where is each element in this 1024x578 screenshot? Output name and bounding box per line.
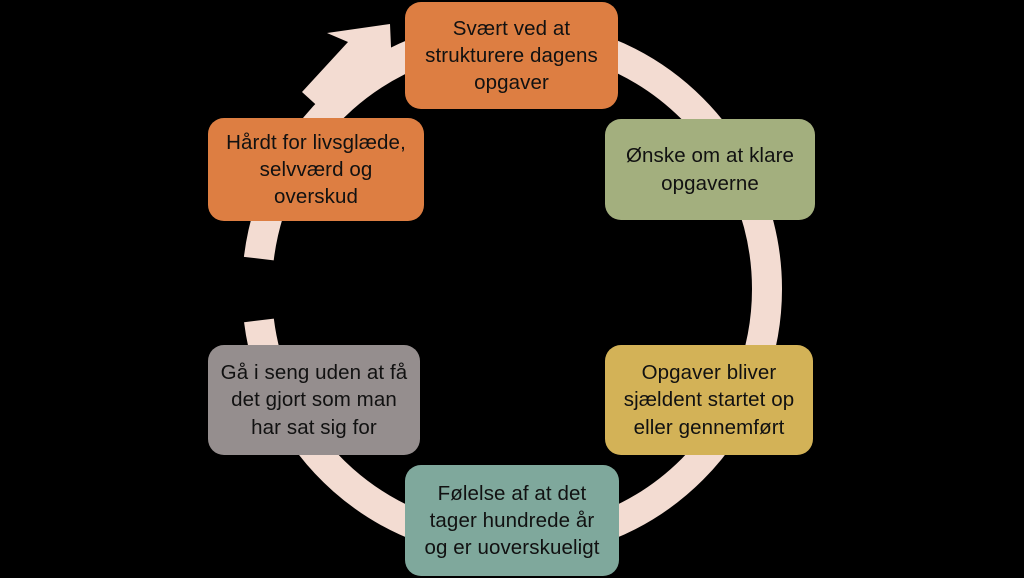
cycle-node-top[interactable]: Svært ved at strukturere dagens opgaver: [405, 2, 618, 109]
cycle-node-label: Ønske om at klare opgaverne: [625, 144, 795, 195]
cycle-node-label: Gå i seng uden at få det gjort som man h…: [220, 361, 408, 439]
cycle-node-label: Følelse af at det tager hundrede år og e…: [424, 481, 600, 560]
cycle-node-lower-left[interactable]: Gå i seng uden at få det gjort som man h…: [208, 345, 420, 455]
cycle-node-label: Opgaver bliver sjældent startet op eller…: [623, 361, 795, 439]
cycle-node-bottom[interactable]: Følelse af at det tager hundrede år og e…: [405, 465, 619, 576]
cycle-node-label: Hårdt for livsglæde, selvværd og oversku…: [226, 130, 406, 209]
cycle-node-label: Svært ved at strukturere dagens opgaver: [425, 16, 598, 95]
cycle-node-upper-left[interactable]: Hårdt for livsglæde, selvværd og oversku…: [208, 118, 424, 221]
cycle-arrowhead-icon: [302, 24, 392, 112]
cycle-node-upper-right[interactable]: Ønske om at klare opgaverne: [605, 119, 815, 220]
cycle-node-lower-right[interactable]: Opgaver bliver sjældent startet op eller…: [605, 345, 813, 455]
